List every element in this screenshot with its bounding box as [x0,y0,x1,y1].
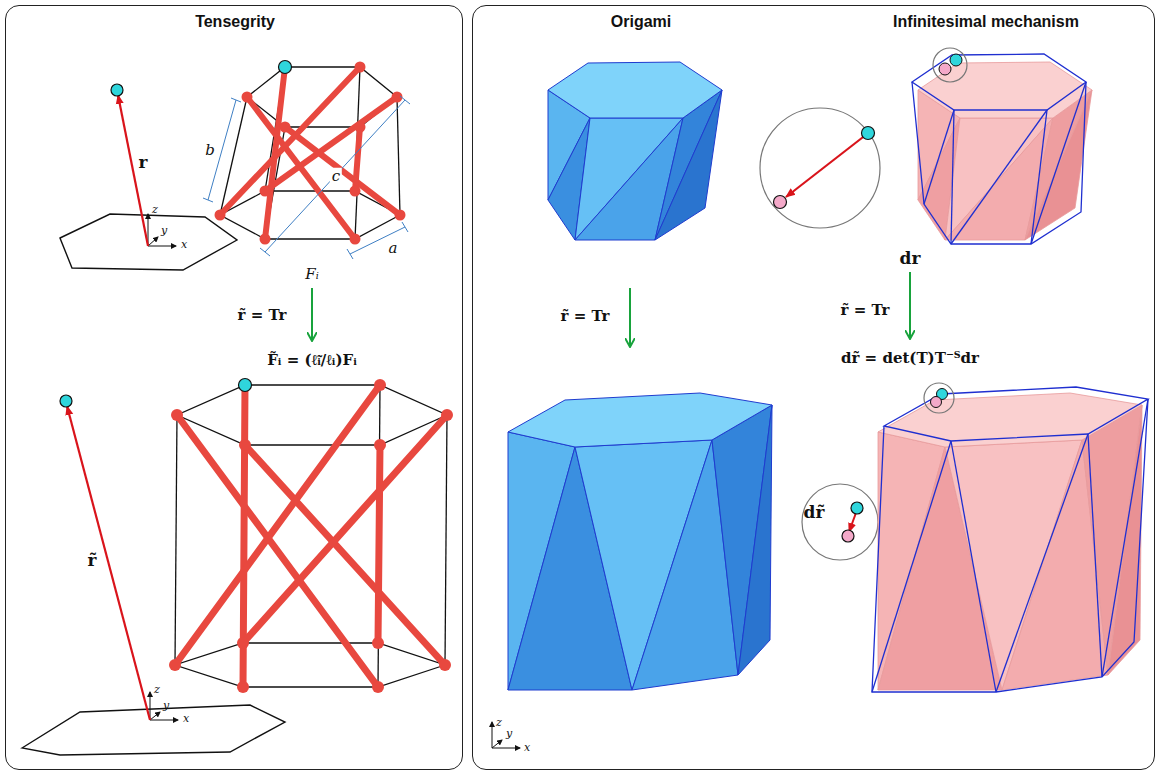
axis-label: z [152,204,158,216]
panel-heading: Tensegrity [195,13,275,31]
axis-label: z [154,684,160,696]
axis-label: y [506,728,512,740]
axis-label: y [161,225,167,237]
axis-label: x [183,713,189,725]
force-equation: F̃ᵢ = (ℓ̃ᵢ/ℓᵢ)Fᵢ [267,352,357,369]
panel-heading: Infinitesimal mechanism [893,13,1079,31]
displacement-label: dr̃ [804,503,825,522]
axis-label: x [524,742,530,754]
displacement-equation: dr̃ = det(T)T⁻ᵀdr [841,350,979,367]
axis-label: x [181,239,187,251]
axis-label: y [163,700,169,712]
axis-label: z [496,717,502,729]
dimension-label: a [387,240,400,257]
transform-equation: r̃ = Tr [561,308,610,325]
force-label: Fᵢ [305,266,318,283]
position-vector-label: r̃ [88,551,97,570]
panel-frame: Origami Infinitesimal mechanism [472,5,1155,770]
transform-equation: r̃ = Tr [238,307,287,324]
transform-equation: r̃ = Tr [841,302,890,319]
panel-heading: Origami [611,13,671,31]
position-vector-label: r [139,153,148,172]
dimension-label: c [330,168,342,185]
dimension-label: b [203,142,217,159]
displacement-label: dr [900,249,921,268]
panel-frame: Tensegrity [5,5,463,770]
